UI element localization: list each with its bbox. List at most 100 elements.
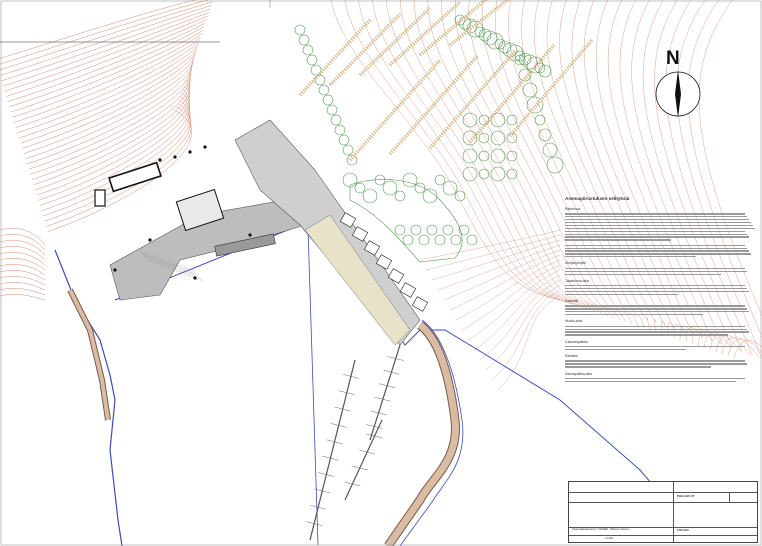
parking-stripe xyxy=(151,254,163,267)
small-building xyxy=(94,189,106,207)
tree xyxy=(434,234,446,246)
breakwater-edge xyxy=(399,319,464,546)
parking-stripe xyxy=(171,261,183,275)
floating-pier xyxy=(309,359,356,541)
contour-line xyxy=(497,294,561,391)
tree xyxy=(522,82,538,98)
contour-line xyxy=(0,293,46,301)
tree xyxy=(490,166,506,182)
notes-text-line xyxy=(565,363,748,365)
contour-line xyxy=(34,82,190,191)
tree xyxy=(394,224,406,236)
quay-promenade xyxy=(304,214,411,346)
parking-stripe xyxy=(179,264,191,278)
tree xyxy=(422,188,438,204)
parking-stripe xyxy=(147,252,159,266)
contour-line xyxy=(20,50,197,144)
tree xyxy=(486,32,504,50)
contour-line xyxy=(1,8,211,82)
tree xyxy=(362,188,378,204)
harbour-structures xyxy=(94,119,429,346)
tree xyxy=(414,182,426,194)
contour-line xyxy=(631,0,723,347)
tree xyxy=(490,148,506,164)
notes-text-line xyxy=(565,314,704,316)
parking-stripe xyxy=(175,263,187,276)
tree xyxy=(382,180,398,196)
notes-text-line xyxy=(565,233,748,235)
site-marker xyxy=(173,155,177,159)
grove-outline xyxy=(349,179,463,263)
notes-text-line xyxy=(565,230,746,232)
site-marker xyxy=(248,233,252,237)
notes-section-heading: Rakennus xyxy=(565,207,581,211)
contour-line xyxy=(455,259,561,321)
notes-section-heading: Tapahtuma-alue xyxy=(565,278,590,283)
tree xyxy=(334,124,346,136)
tree xyxy=(462,18,478,34)
pier-finger xyxy=(359,449,368,453)
contour-line xyxy=(41,96,190,212)
pier-finger xyxy=(391,371,400,375)
pier-finger xyxy=(334,406,343,410)
quay-building xyxy=(214,233,276,257)
notes-text-line xyxy=(565,360,746,362)
tree xyxy=(518,52,532,66)
contour-line xyxy=(44,103,191,222)
tree xyxy=(346,154,358,166)
service-building xyxy=(175,188,225,232)
contour-line xyxy=(6,19,207,97)
contour-line xyxy=(2,12,210,87)
contour-line xyxy=(479,279,561,361)
contour-line xyxy=(431,239,561,281)
notes-text-line xyxy=(565,285,746,287)
tree xyxy=(546,156,564,174)
contour-line xyxy=(42,99,191,217)
parking-row xyxy=(348,58,442,162)
parking-stripe xyxy=(159,257,171,270)
pier-finger xyxy=(379,383,388,386)
tree xyxy=(494,38,506,50)
tree xyxy=(318,84,330,96)
notes-section: Saunapaikka-alue xyxy=(565,372,757,382)
cabin xyxy=(351,226,369,242)
tree xyxy=(454,14,466,26)
notes-section: Rakennus xyxy=(565,207,757,241)
pier-finger xyxy=(370,410,379,414)
title-block: PIHLAVA OY Satamakilpailutuksen YLEINEN,… xyxy=(568,481,758,543)
pier-finger xyxy=(334,441,343,445)
parking-stripe xyxy=(191,269,203,282)
cabin xyxy=(375,254,393,270)
tree xyxy=(462,130,478,146)
notes-text-line xyxy=(565,247,748,249)
pier-finger xyxy=(352,483,361,487)
notes-section: Caravanpaikka xyxy=(565,340,757,351)
contour-line xyxy=(441,0,609,317)
contour-line xyxy=(443,249,561,301)
contour-line xyxy=(0,240,46,256)
tree xyxy=(394,190,406,202)
notes-section-heading: Huolto-alue xyxy=(565,319,583,324)
tree xyxy=(518,68,532,82)
pier-finger xyxy=(350,376,359,379)
compass-needle xyxy=(675,70,681,118)
parking-stripe xyxy=(155,255,167,269)
notes-section: Saariväli xyxy=(565,299,757,316)
north-arrow xyxy=(655,70,701,118)
tree xyxy=(402,234,414,246)
site-marker xyxy=(203,145,207,149)
notes-text-line xyxy=(565,216,748,218)
contour-line xyxy=(17,43,199,134)
contour-line xyxy=(0,252,46,266)
site-marker xyxy=(193,276,197,280)
site-marker xyxy=(158,158,162,162)
parking-row xyxy=(388,0,462,67)
tree xyxy=(462,112,478,128)
contour-line xyxy=(0,234,46,251)
contour-line xyxy=(521,0,645,329)
notes-text-line xyxy=(565,345,746,348)
notes-section-heading: Saariväli xyxy=(565,299,579,304)
notes-text-line xyxy=(565,270,748,272)
